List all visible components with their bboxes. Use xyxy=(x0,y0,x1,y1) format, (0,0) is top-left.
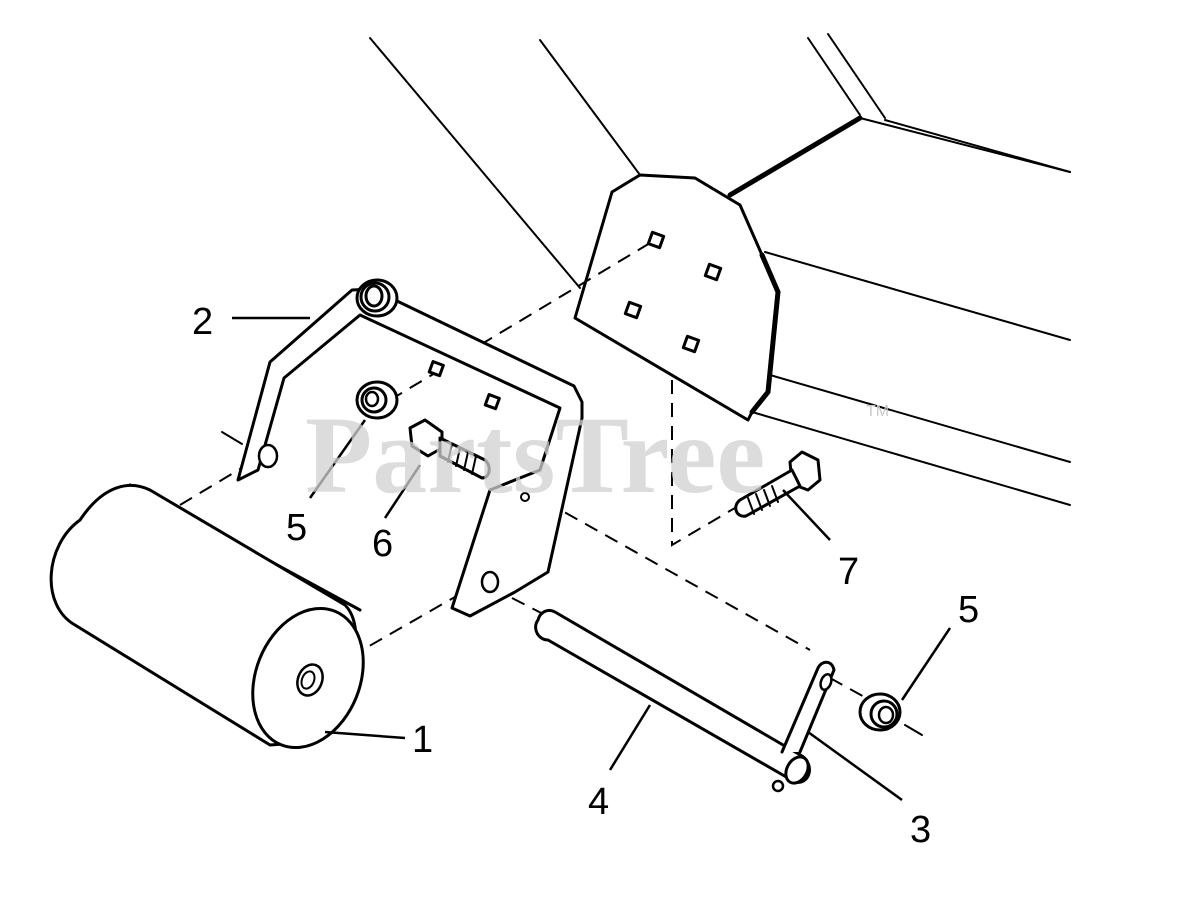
bolt-short xyxy=(408,418,491,480)
callout-nut-right: 5 xyxy=(958,589,979,631)
bolt-long xyxy=(734,450,822,518)
roller xyxy=(49,483,365,750)
leader-lines xyxy=(232,316,952,802)
trademark-mark: TM xyxy=(866,403,889,420)
callout-axle: 4 xyxy=(588,781,609,823)
callouts: 2 5 6 7 5 1 4 3 xyxy=(192,301,979,851)
deck-mount-plate xyxy=(573,173,781,422)
axle xyxy=(534,608,811,793)
callout-roller: 1 xyxy=(412,719,433,761)
callout-bolt-short: 6 xyxy=(372,523,393,565)
callout-nut-left: 5 xyxy=(286,507,307,549)
flange-nut-right xyxy=(858,692,902,732)
watermark: PartsTree TM xyxy=(305,394,889,516)
watermark-text: PartsTree xyxy=(305,394,765,516)
callout-bolt-long: 7 xyxy=(838,551,859,593)
callout-bracket: 2 xyxy=(192,301,213,343)
hairpin-clip xyxy=(780,660,836,754)
callout-hairpin: 3 xyxy=(910,809,931,851)
roller-bracket xyxy=(221,287,584,618)
deck-frame xyxy=(369,33,1071,506)
flange-nut-left xyxy=(355,278,399,420)
